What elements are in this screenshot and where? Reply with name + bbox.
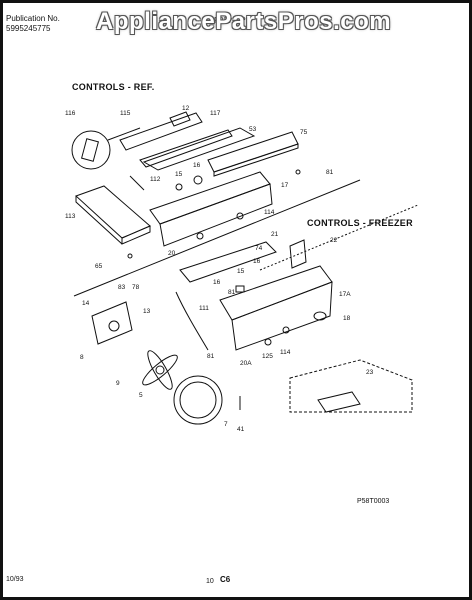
callout-label: 20: [168, 250, 176, 257]
drawing-number: P58T0003: [357, 498, 390, 505]
callout-label: 20A: [240, 360, 252, 367]
callout-label: 117: [210, 110, 221, 117]
callout-label: 125: [262, 353, 273, 360]
callout-label: 53: [249, 126, 257, 133]
detail-circle: [71, 130, 111, 170]
callout-label: 114: [264, 209, 275, 216]
callout-label: 7: [224, 421, 228, 428]
callout-label: 116: [65, 110, 76, 117]
callout-label: 81: [207, 353, 215, 360]
publication-number: 5995245775: [6, 24, 51, 33]
model-reference: F??????: [214, 16, 246, 25]
callout-label: 65: [95, 263, 103, 270]
callout-label: 75: [300, 129, 308, 136]
footer-date: 10/93: [6, 576, 24, 583]
callout-label: 8: [80, 354, 84, 361]
callout-label: 9: [116, 380, 120, 387]
section-title-freezer: CONTROLS - FREEZER: [307, 218, 413, 228]
section-title-ref: CONTROLS - REF.: [72, 82, 155, 92]
callout-label: 15: [237, 268, 245, 275]
callout-label: 81: [326, 169, 334, 176]
watermark: AppliancePartsPros.com: [96, 8, 392, 35]
callout-label: 114: [280, 349, 291, 356]
callout-label: 111: [199, 305, 209, 312]
callout-label: 17: [281, 182, 289, 189]
callout-label: 16: [253, 258, 261, 265]
footer-code: C6: [220, 575, 231, 584]
callout-label: 83: [118, 284, 126, 291]
callout-label: 21: [271, 231, 279, 238]
callout-label: 5: [139, 392, 143, 399]
callout-label: 13: [143, 308, 151, 315]
callout-label: 18: [343, 315, 351, 322]
callout-label: 16: [193, 162, 201, 169]
callout-label: 78: [132, 284, 140, 291]
callout-label: 17A: [339, 291, 351, 298]
callout-label: 115: [120, 110, 131, 117]
footer-page: 10: [206, 578, 214, 585]
callout-label: 112: [150, 176, 161, 183]
callout-label: 81: [228, 289, 236, 296]
callout-label: 41: [237, 426, 245, 433]
callout-label: 113: [65, 213, 76, 220]
callout-label: 23: [366, 369, 374, 376]
callout-label: 74: [255, 245, 263, 252]
callout-label: 12: [182, 105, 190, 112]
callout-label: 16: [213, 279, 221, 286]
callout-label: 22: [330, 237, 338, 244]
callout-label: 14: [82, 300, 90, 307]
section-divider: [73, 179, 361, 297]
callout-label: 15: [175, 171, 183, 178]
publication-label: Publication No.: [6, 14, 60, 23]
